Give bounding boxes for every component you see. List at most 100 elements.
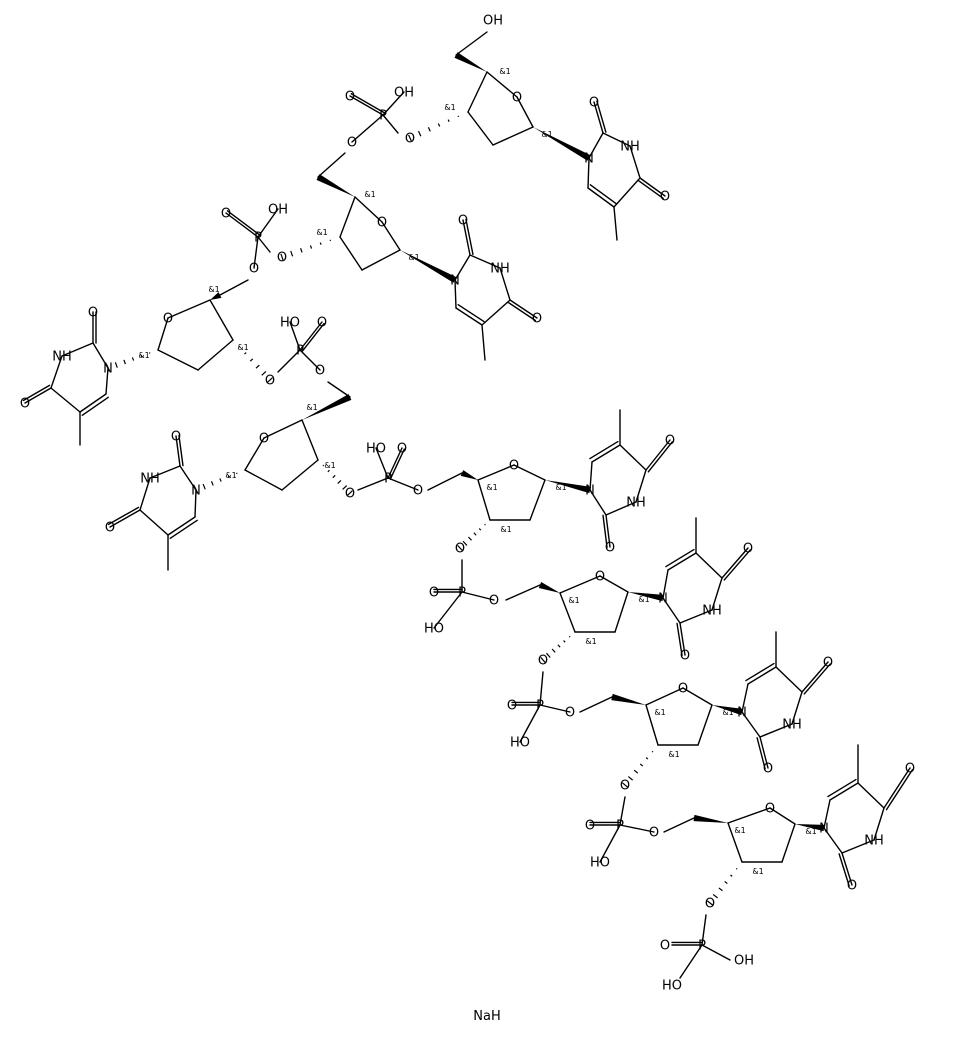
unit6-thy-c5-c6 (667, 552, 697, 571)
unit4-c3-c2 (281, 459, 319, 491)
unit1-thy-c2-o2 (593, 101, 604, 134)
unit1-thy-c4-o4 (639, 177, 666, 197)
unit2-thy-c4-o4-second (507, 301, 537, 322)
unit1-thy-c5-c6-second (589, 184, 618, 205)
unit7-stereo-c4: &1 (654, 708, 665, 717)
phosphate4-oxo: O (397, 442, 407, 457)
unit8-thy-c4-o4 (883, 767, 911, 809)
unit5-ring-oxygen: O (509, 459, 519, 474)
unit6-thy-n3-c4 (711, 577, 723, 611)
unit6-thy-c6-n1 (662, 569, 669, 599)
unit8-c4-c5 (693, 814, 728, 823)
unit3-ring-oxygen: O (163, 312, 173, 327)
unit3-c3-o3 (238, 345, 273, 383)
phosphate2-oxo: O (221, 207, 231, 222)
unit8-o4-c4 (727, 807, 771, 824)
hash-stroke (639, 763, 644, 767)
hash-stroke (462, 540, 468, 546)
unit8-c3-o3 (706, 868, 738, 906)
hash-stroke (706, 900, 714, 906)
unit2-thy-n3h: NH (490, 262, 510, 277)
unit7-thy-c5-c6-second (745, 662, 775, 682)
unit5-c2-c1 (529, 479, 546, 521)
phosphate5-phosphorus: P (458, 586, 466, 601)
unit2-ring-oxygen: O (377, 216, 387, 231)
unit8-thy-n3h: NH (864, 834, 884, 849)
hash-stroke (627, 776, 634, 781)
unit8-c4-c3 (727, 822, 743, 863)
unit8-stereo-c3: &1 (752, 867, 763, 876)
hash-stroke (114, 362, 118, 368)
hash-stroke (332, 474, 336, 479)
unit3-thy-n1-c2 (92, 342, 109, 369)
hash-stroke (546, 652, 551, 658)
phosphate1-o-c5 (317, 152, 346, 178)
unit1-thy-n3h: NH (620, 140, 640, 155)
unit7-o4-c4 (645, 687, 684, 706)
unit5-stereo-c4: &1 (486, 483, 497, 492)
phosphate1-o5-bridge: O (347, 136, 357, 151)
phosphate4-p-oh (375, 447, 389, 479)
hash-stroke (427, 127, 431, 132)
phosphate7-oxo: O (585, 819, 595, 834)
hash-stroke (408, 134, 412, 142)
unit6-c1-o4 (599, 575, 629, 593)
unit5-thy-c2-n3 (605, 501, 637, 516)
hash-stroke (735, 868, 738, 870)
unit1-c4-c3 (467, 71, 488, 113)
phosphate2-p-link-1 (253, 236, 259, 269)
unit5-thy-c5-c6-second (589, 440, 619, 460)
unit1-thy-c2-o2-second (596, 100, 607, 133)
unit2-thy-n3-c4 (499, 267, 511, 301)
unit1-thy-n3-c4 (629, 145, 641, 179)
unit5-c1-o4 (513, 464, 546, 481)
phosphate2-p-oh (257, 208, 279, 238)
unit6-o4-c4 (559, 575, 601, 594)
unit1-c2-c1 (492, 126, 534, 146)
hash-stroke (337, 479, 342, 485)
phosphate5-o5-bridge: O (489, 594, 499, 609)
unit8-thy-n3-c4 (873, 807, 885, 841)
unit1-thy-o4: O (660, 190, 670, 205)
unit6-stereo-c4: &1 (568, 596, 579, 605)
unit8-ring-oxygen: O (765, 802, 775, 817)
unit4-thy-c2-o2 (175, 435, 181, 467)
phosphate4-p-link-1 (387, 477, 419, 491)
unit2-c1-o4 (381, 221, 401, 251)
unit5-thy-c6-n1 (589, 461, 593, 491)
unit1-c5-o5 (455, 31, 488, 56)
phosphate5-hydroxyl: HO (424, 622, 444, 637)
hash-stroke (712, 893, 718, 899)
phosphate5-p-oh (433, 591, 463, 629)
phosphate4-hydroxyl: HO (366, 442, 386, 457)
unit6-glycosidic-bond (628, 592, 664, 602)
unit3-stereo-c1: &1 (138, 351, 149, 360)
unit8-thy-c2-n3 (841, 839, 875, 854)
unit4-o3: O (345, 487, 355, 502)
phosphate2-phosphorus: P (254, 231, 262, 246)
unit4-c4-c3 (301, 419, 319, 461)
unit1-thy-c6-n1 (587, 157, 590, 189)
phosphate1-p-o-double-second (350, 93, 385, 114)
unit5-c4-c5 (460, 470, 478, 480)
unit7-thy-c4-o4 (801, 661, 829, 693)
hash-stroke (437, 123, 441, 127)
unit6-c4-c5 (538, 582, 560, 593)
hash-stroke (210, 481, 214, 486)
unit1-thy-n1: N (584, 152, 594, 167)
unit4-thy-c6-n1 (194, 489, 197, 518)
unit2-c3-c2 (339, 236, 363, 271)
unit4-stereo-c4: &1 (306, 403, 317, 412)
unit7-o3: O (620, 779, 630, 794)
unit4-thy-n1-c2 (179, 465, 197, 491)
unit4-thy-c4-o4-second (107, 506, 140, 526)
phosphate5-o-c5 (505, 584, 541, 601)
phosphate4-p-o-double-second (389, 448, 406, 480)
unit8-thy-c2-o2-second (838, 853, 850, 887)
unit1-thy-c2-n3 (602, 132, 631, 147)
unit6-ring-oxygen: O (595, 570, 605, 585)
unit2-thy-c5-c6 (455, 307, 483, 326)
unit7-thy-o2: O (763, 762, 773, 777)
phosphate3-hydroxyl: HO (280, 316, 300, 331)
unit2-stereo-c3: &1 (316, 228, 327, 237)
